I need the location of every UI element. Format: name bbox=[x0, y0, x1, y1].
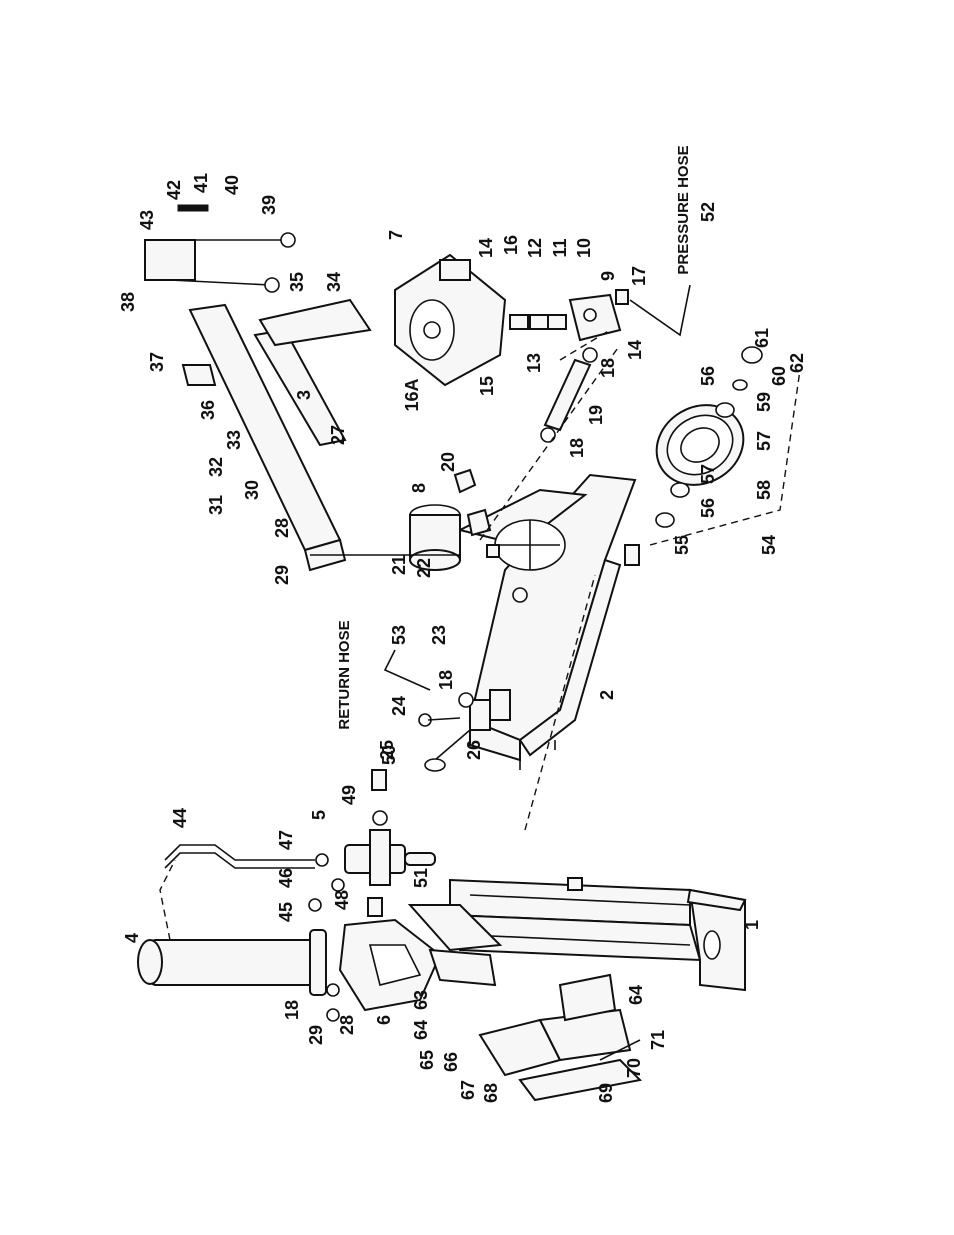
label-68: 68 bbox=[481, 1083, 501, 1103]
hitch-chains bbox=[145, 205, 295, 292]
label-50: 50 bbox=[379, 745, 399, 765]
label-53: 53 bbox=[389, 625, 409, 645]
label-20: 20 bbox=[438, 452, 458, 472]
label-14a: 14 bbox=[476, 238, 496, 258]
hydraulic-cylinder bbox=[138, 860, 326, 995]
label-36: 36 bbox=[198, 400, 218, 420]
label-70: 70 bbox=[624, 1058, 644, 1078]
label-9: 9 bbox=[598, 271, 618, 281]
suction-hose bbox=[541, 348, 597, 442]
label-39: 39 bbox=[259, 195, 279, 215]
label-64a: 64 bbox=[411, 1020, 431, 1040]
label-18c: 18 bbox=[567, 438, 587, 458]
label-42: 42 bbox=[164, 180, 184, 200]
label-10: 10 bbox=[574, 238, 594, 258]
label-55: 55 bbox=[672, 535, 692, 555]
label-49: 49 bbox=[339, 785, 359, 805]
label-43: 43 bbox=[137, 210, 157, 230]
beam-column bbox=[450, 878, 745, 990]
label-16a: 16A bbox=[402, 378, 422, 411]
label-56b: 56 bbox=[698, 366, 718, 386]
label-64b: 64 bbox=[626, 985, 646, 1005]
label-34: 34 bbox=[324, 272, 344, 292]
label-65: 65 bbox=[417, 1050, 437, 1070]
label-7: 7 bbox=[386, 230, 406, 240]
label-59: 59 bbox=[754, 392, 774, 412]
label-66: 66 bbox=[441, 1052, 461, 1072]
label-27: 27 bbox=[328, 425, 348, 445]
label-52: 52 bbox=[698, 202, 718, 222]
label-37: 37 bbox=[147, 352, 167, 372]
label-2: 2 bbox=[597, 690, 617, 700]
label-30: 30 bbox=[242, 480, 262, 500]
label-24: 24 bbox=[389, 696, 409, 716]
label-8: 8 bbox=[409, 483, 429, 493]
label-45: 45 bbox=[276, 902, 296, 922]
label-29a: 29 bbox=[272, 565, 292, 585]
label-40: 40 bbox=[222, 175, 242, 195]
label-67: 67 bbox=[458, 1080, 478, 1100]
label-48: 48 bbox=[332, 890, 352, 910]
label-19: 19 bbox=[586, 405, 606, 425]
label-57b: 57 bbox=[754, 431, 774, 451]
label-5: 5 bbox=[309, 810, 329, 820]
label-16: 16 bbox=[501, 235, 521, 255]
label-60: 60 bbox=[769, 366, 789, 386]
label-3: 3 bbox=[294, 390, 314, 400]
jack-stand bbox=[183, 365, 215, 385]
label-44: 44 bbox=[170, 808, 190, 828]
label-18d: 18 bbox=[598, 358, 618, 378]
label-15: 15 bbox=[477, 376, 497, 396]
label-46: 46 bbox=[276, 868, 296, 888]
label-14b: 14 bbox=[625, 340, 645, 360]
label-35: 35 bbox=[287, 272, 307, 292]
engine bbox=[395, 255, 505, 385]
label-57a: 57 bbox=[698, 464, 718, 484]
label-12: 12 bbox=[525, 238, 545, 258]
label-47: 47 bbox=[276, 830, 296, 850]
label-51: 51 bbox=[411, 868, 431, 888]
label-23: 23 bbox=[429, 625, 449, 645]
label-18a: 18 bbox=[282, 1000, 302, 1020]
lower-bracket-assembly bbox=[480, 975, 640, 1100]
label-32: 32 bbox=[206, 457, 226, 477]
label-1: 1 bbox=[742, 920, 762, 930]
label-31: 31 bbox=[206, 495, 226, 515]
coupler-parts bbox=[510, 290, 628, 340]
label-33: 33 bbox=[224, 430, 244, 450]
label-54: 54 bbox=[759, 535, 779, 555]
label-63: 63 bbox=[411, 990, 431, 1010]
wheel-assembly bbox=[625, 347, 762, 565]
label-28b: 28 bbox=[337, 1015, 357, 1035]
label-6: 6 bbox=[374, 1015, 394, 1025]
label-4: 4 bbox=[122, 933, 142, 943]
label-69: 69 bbox=[596, 1083, 616, 1103]
label-18b: 18 bbox=[436, 670, 456, 690]
label-38: 38 bbox=[118, 292, 138, 312]
label-13: 13 bbox=[524, 353, 544, 373]
label-56a: 56 bbox=[698, 498, 718, 518]
label-29b: 29 bbox=[306, 1025, 326, 1045]
label-62: 62 bbox=[787, 353, 807, 373]
label-61: 61 bbox=[752, 328, 772, 348]
label-21: 21 bbox=[389, 555, 409, 575]
label-58: 58 bbox=[754, 480, 774, 500]
label-41: 41 bbox=[191, 173, 211, 193]
label-17: 17 bbox=[629, 266, 649, 286]
label-11: 11 bbox=[550, 238, 570, 257]
label-26: 26 bbox=[464, 740, 484, 760]
return-hose-caption: RETURN HOSE bbox=[336, 620, 353, 729]
label-22: 22 bbox=[414, 558, 434, 578]
label-71: 71 bbox=[648, 1030, 668, 1050]
pressure-hose-caption: PRESSURE HOSE bbox=[675, 145, 692, 274]
label-28a: 28 bbox=[272, 518, 292, 538]
